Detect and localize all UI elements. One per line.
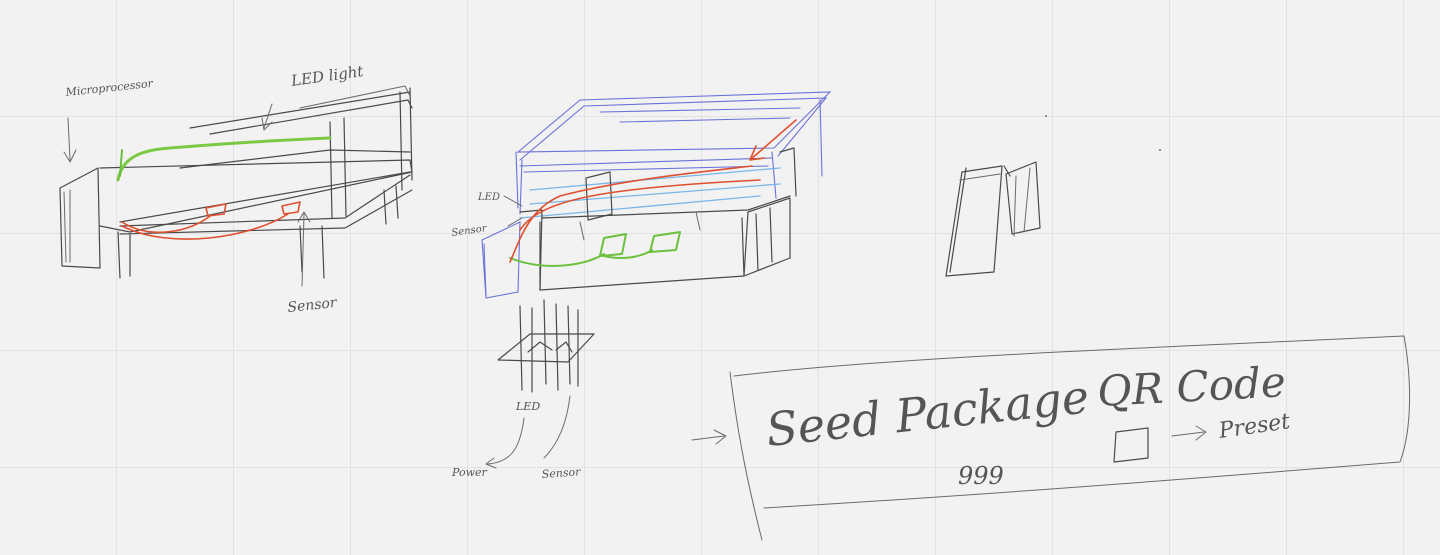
seed-package-sketch: Seed Package QR Code 999 Preset: [691, 335, 1411, 541]
card-holder-sketch: [945, 161, 1041, 277]
microprocessor-label: Microprocessor: [64, 77, 154, 99]
middle-enclosure-sketch: LED Sensor: [451, 91, 832, 299]
connector-sketch: LED Power Sensor: [451, 299, 595, 481]
led-light-label: LED light: [289, 62, 365, 90]
led-bottom-label: LED: [515, 400, 540, 413]
qr-code-icon: [1113, 427, 1149, 463]
sensor-left-label: Sensor: [287, 295, 339, 316]
sensor-bottom-label: Sensor: [541, 465, 581, 481]
seed-package-label: Seed Package: [764, 369, 1092, 457]
qr-code-label: QR Code: [1096, 357, 1287, 416]
power-label: Power: [451, 466, 488, 479]
left-shelf-sketch: Microprocessor LED light Sensor: [59, 62, 413, 316]
count-label: 999: [958, 462, 1004, 490]
preset-label: Preset: [1216, 409, 1291, 444]
stray-dot: [1045, 115, 1047, 117]
led-mid-label: LED: [477, 192, 500, 203]
stray-dot: [1159, 149, 1161, 151]
sensor-mid-label: Sensor: [451, 223, 489, 239]
